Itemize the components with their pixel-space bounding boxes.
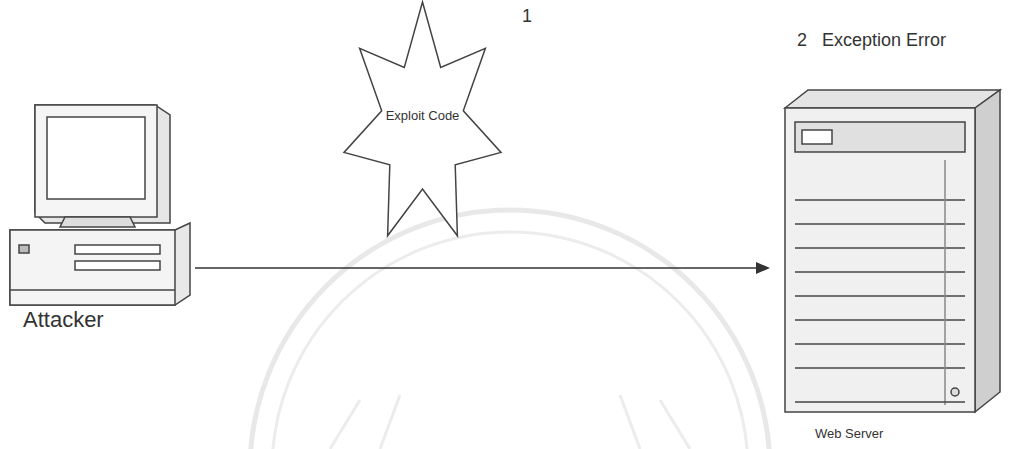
- arrow-connector: [195, 262, 770, 274]
- callout-number: 2: [797, 30, 807, 51]
- web-server: Web Server: [770, 80, 1010, 449]
- node-label: Exploit Code: [386, 108, 460, 123]
- attacker-computer: Attacker: [5, 95, 195, 345]
- exploit-star: Exploit Code: [340, 0, 505, 250]
- callout-number: 1: [522, 6, 532, 27]
- node-label: Web Server: [815, 426, 883, 441]
- star-outline: [340, 0, 505, 250]
- status-label: Exception Error: [822, 30, 946, 51]
- node-label: Attacker: [23, 307, 104, 333]
- server-illustration: [770, 80, 1010, 449]
